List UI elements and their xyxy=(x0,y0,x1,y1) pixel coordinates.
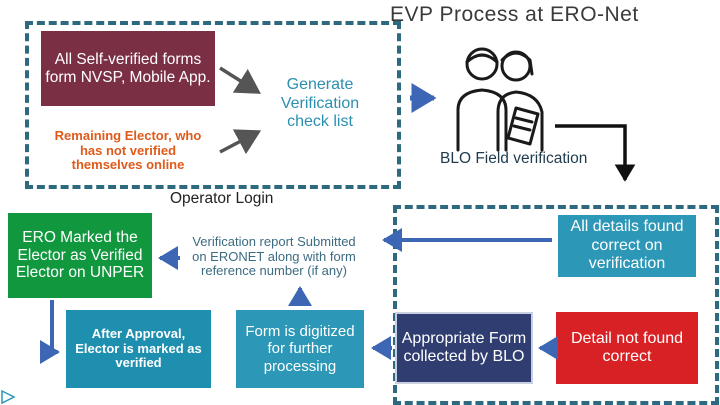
self-verified-forms-box: All Self-verified forms form NVSP, Mobil… xyxy=(41,31,215,106)
form-digitized-box: Form is digitized for further processing xyxy=(236,310,364,388)
all-details-correct-box: All details found correct on verificatio… xyxy=(558,215,696,277)
generate-checklist-text: Generate Verification check list xyxy=(263,70,377,138)
operator-login-label: Operator Login xyxy=(170,190,274,207)
arrow-selfverified-to-generate xyxy=(219,66,261,94)
bottom-right-frame xyxy=(393,205,719,405)
corner-accent xyxy=(1,389,16,405)
blo-field-verification-label: BLO Field verification xyxy=(440,150,588,167)
remaining-elector-box: Remaining Elector, who has not verified … xyxy=(41,121,215,181)
arrow-blo-to-results xyxy=(555,124,636,182)
appropriate-form-box: Appropriate Form collected by BLO xyxy=(395,312,533,384)
after-approval-box: After Approval, Elector is marked as ver… xyxy=(66,310,211,388)
arrow-ero-to-approval xyxy=(40,300,60,364)
diagram-title: EVP Process at ERO-Net xyxy=(390,3,639,26)
top-process-frame xyxy=(25,21,401,189)
arrow-remaining-to-generate xyxy=(219,129,262,155)
detail-not-correct-box: Detail not found correct xyxy=(556,312,698,384)
blo-people-icon xyxy=(456,47,544,152)
verification-report-text: Verification report Submitted on ERONET … xyxy=(182,216,366,298)
ero-marked-box: ERO Marked the Elector as Verified Elect… xyxy=(8,213,152,298)
